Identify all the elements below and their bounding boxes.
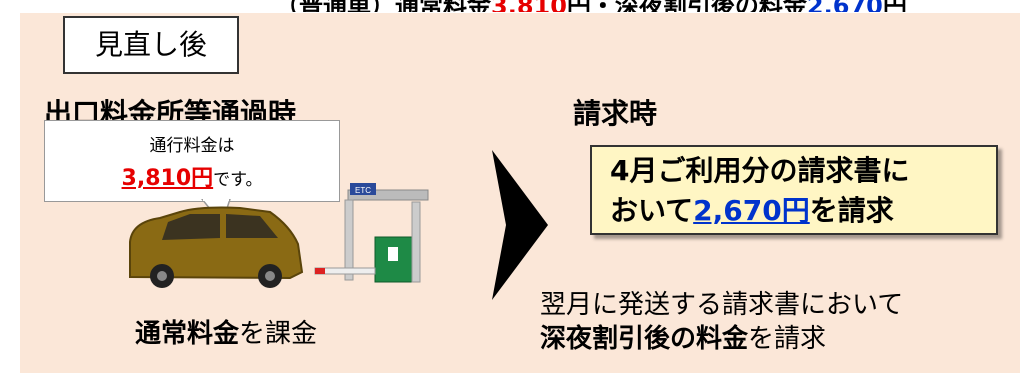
bubble-line2: 3,810円です。 [45,160,339,192]
car-icon [129,206,304,288]
bubble-line1: 通行料金は [149,136,235,156]
normal-fee-amount: 3,810 [491,0,567,12]
caption-right-rest: を請求 [748,324,827,354]
summary-prefix: （普通車）通常料金 [275,0,491,12]
etc-gate-icon: ETC [314,183,429,283]
summary-suffix: 円 [883,0,907,12]
caption-right-line1: 翌月に発送する請求書において [540,290,904,320]
bubble-amount: 3,810円 [121,166,214,191]
after-review-label: 見直し後 [63,16,239,74]
bill-line2-prefix: おいて [610,194,694,227]
bill-amount: 2,670円 [693,194,810,227]
right-arrow-icon [492,150,548,300]
discount-billing-caption: 翌月に発送する請求書において 深夜割引後の料金を請求 [540,288,903,356]
billing-heading: 請求時 [573,97,658,130]
caption-left-rest: を課金 [239,319,318,349]
top-summary-line: （普通車）通常料金3,810円・深夜割引後の料金2,670円 [275,0,907,12]
etc-sign-text: ETC [355,186,371,195]
toll-speech-bubble: 通行料金は 3,810円です。 [44,120,340,202]
discount-fee-amount: 2,670 [807,0,883,12]
bill-line2: おいて2,670円を請求 [610,191,996,231]
bubble-suffix: です。 [213,170,263,190]
bill-line1: 4月ご利用分の請求書に [610,154,910,187]
caption-left-bold: 通常料金 [135,319,240,349]
bill-line2-suffix: を請求 [809,194,894,227]
tollgate-car-illustration: ETC [129,183,429,288]
caption-right-line2: 深夜割引後の料金を請求 [540,322,903,356]
normal-fee-caption: 通常料金を課金 [135,313,317,350]
bill-notice-box: 4月ご利用分の請求書に おいて2,670円を請求 [590,145,998,235]
caption-right-bold: 深夜割引後の料金 [540,324,749,354]
summary-middle: 円・深夜割引後の料金 [567,0,807,12]
